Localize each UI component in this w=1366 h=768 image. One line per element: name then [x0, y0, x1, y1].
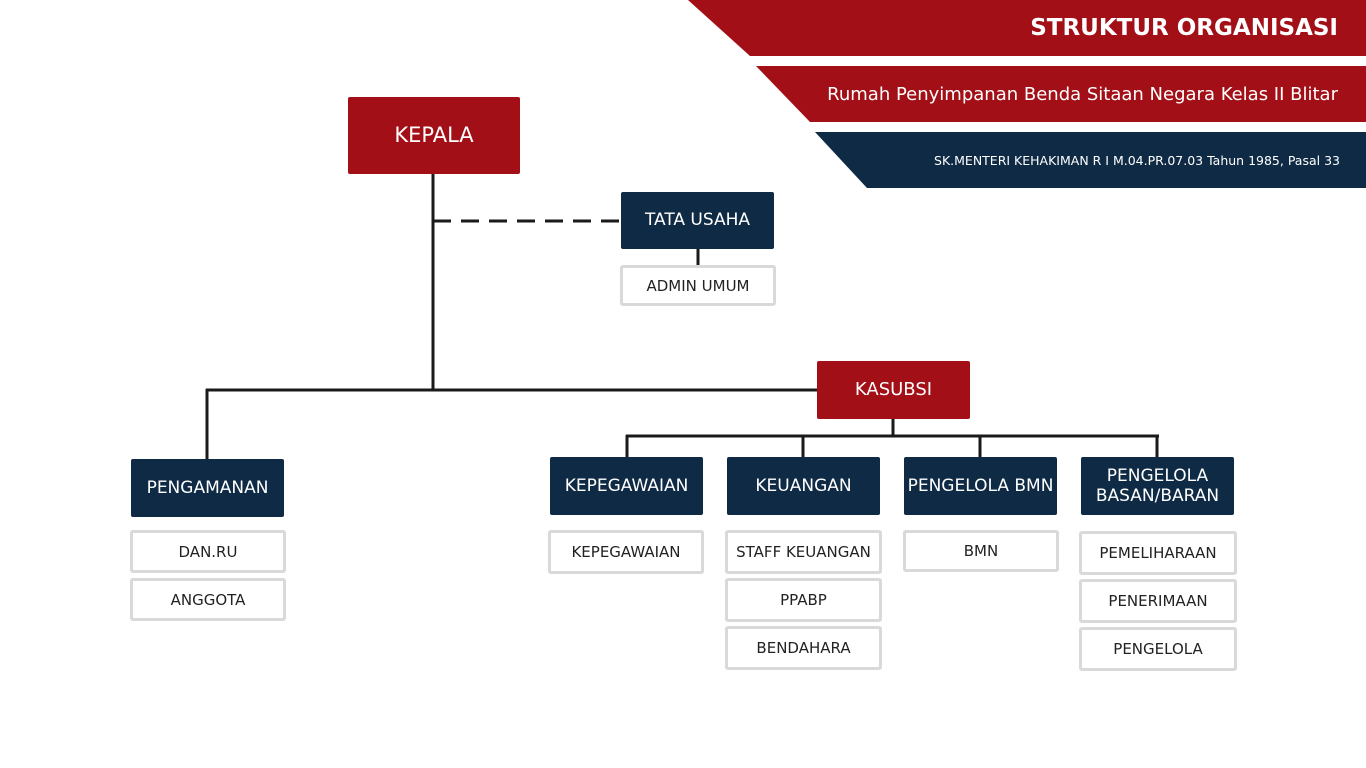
- sub-unit-kepegawaian: KEPEGAWAIAN: [548, 530, 704, 574]
- keuangan-box: KEUANGAN: [727, 457, 880, 515]
- page-title: STRUKTUR ORGANISASI: [688, 0, 1366, 56]
- sub-unit-bmn: BMN: [903, 530, 1059, 572]
- institution-name: Rumah Penyimpanan Benda Sitaan Negara Ke…: [756, 66, 1366, 122]
- sub-unit-pemeliharaan: PEMELIHARAAN: [1079, 531, 1237, 575]
- pengelola-bmn-box: PENGELOLA BMN: [904, 457, 1057, 515]
- kepegawaian-box: KEPEGAWAIAN: [550, 457, 703, 515]
- tata-usaha-box: TATA USAHA: [621, 192, 774, 249]
- sub-unit-pengelola: PENGELOLA: [1079, 627, 1237, 671]
- sub-unit-ppabp: PPABP: [725, 578, 882, 622]
- sub-unit-staff-keuangan: STAFF KEUANGAN: [725, 530, 882, 574]
- sub-unit-bendahara: BENDAHARA: [725, 626, 882, 670]
- legal-basis: SK.MENTERI KEHAKIMAN R I M.04.PR.07.03 T…: [815, 132, 1366, 188]
- pengamanan-box: PENGAMANAN: [131, 459, 284, 517]
- sub-unit-admin-umum: ADMIN UMUM: [620, 265, 776, 306]
- kasubsi-box: KASUBSI: [817, 361, 970, 419]
- kepala-box: KEPALA: [348, 97, 520, 174]
- sub-unit-anggota: ANGGOTA: [130, 578, 286, 621]
- sub-unit-dan-ru: DAN.RU: [130, 530, 286, 573]
- pengelola-basan-baran-box: PENGELOLA BASAN/BARAN: [1081, 457, 1234, 515]
- sub-unit-penerimaan: PENERIMAAN: [1079, 579, 1237, 623]
